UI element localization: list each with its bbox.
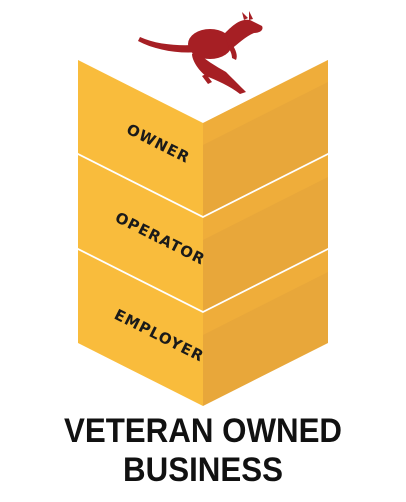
chevron-right-panel (203, 60, 328, 216)
chevron-right-panel (203, 250, 328, 406)
chevron-crease-shade (203, 155, 328, 240)
chevron-crease-shade (203, 250, 328, 335)
chevron-left-panel (78, 250, 203, 406)
rank-chevron-owner: OWNER (78, 60, 328, 216)
rank-chevron-operator: OPERATOR (78, 155, 328, 311)
chevron-left-panel (78, 155, 203, 311)
kangaroo-icon (138, 11, 263, 94)
chevron-crease-shade (203, 60, 328, 145)
caption-veteran-owned: VETERAN OWNED (63, 412, 343, 450)
caption-business: BUSINESS (123, 451, 283, 489)
chevron-right-panel (203, 155, 328, 311)
rank-chevron-employer: EMPLOYER (78, 250, 328, 406)
chevron-left-panel (78, 60, 203, 216)
